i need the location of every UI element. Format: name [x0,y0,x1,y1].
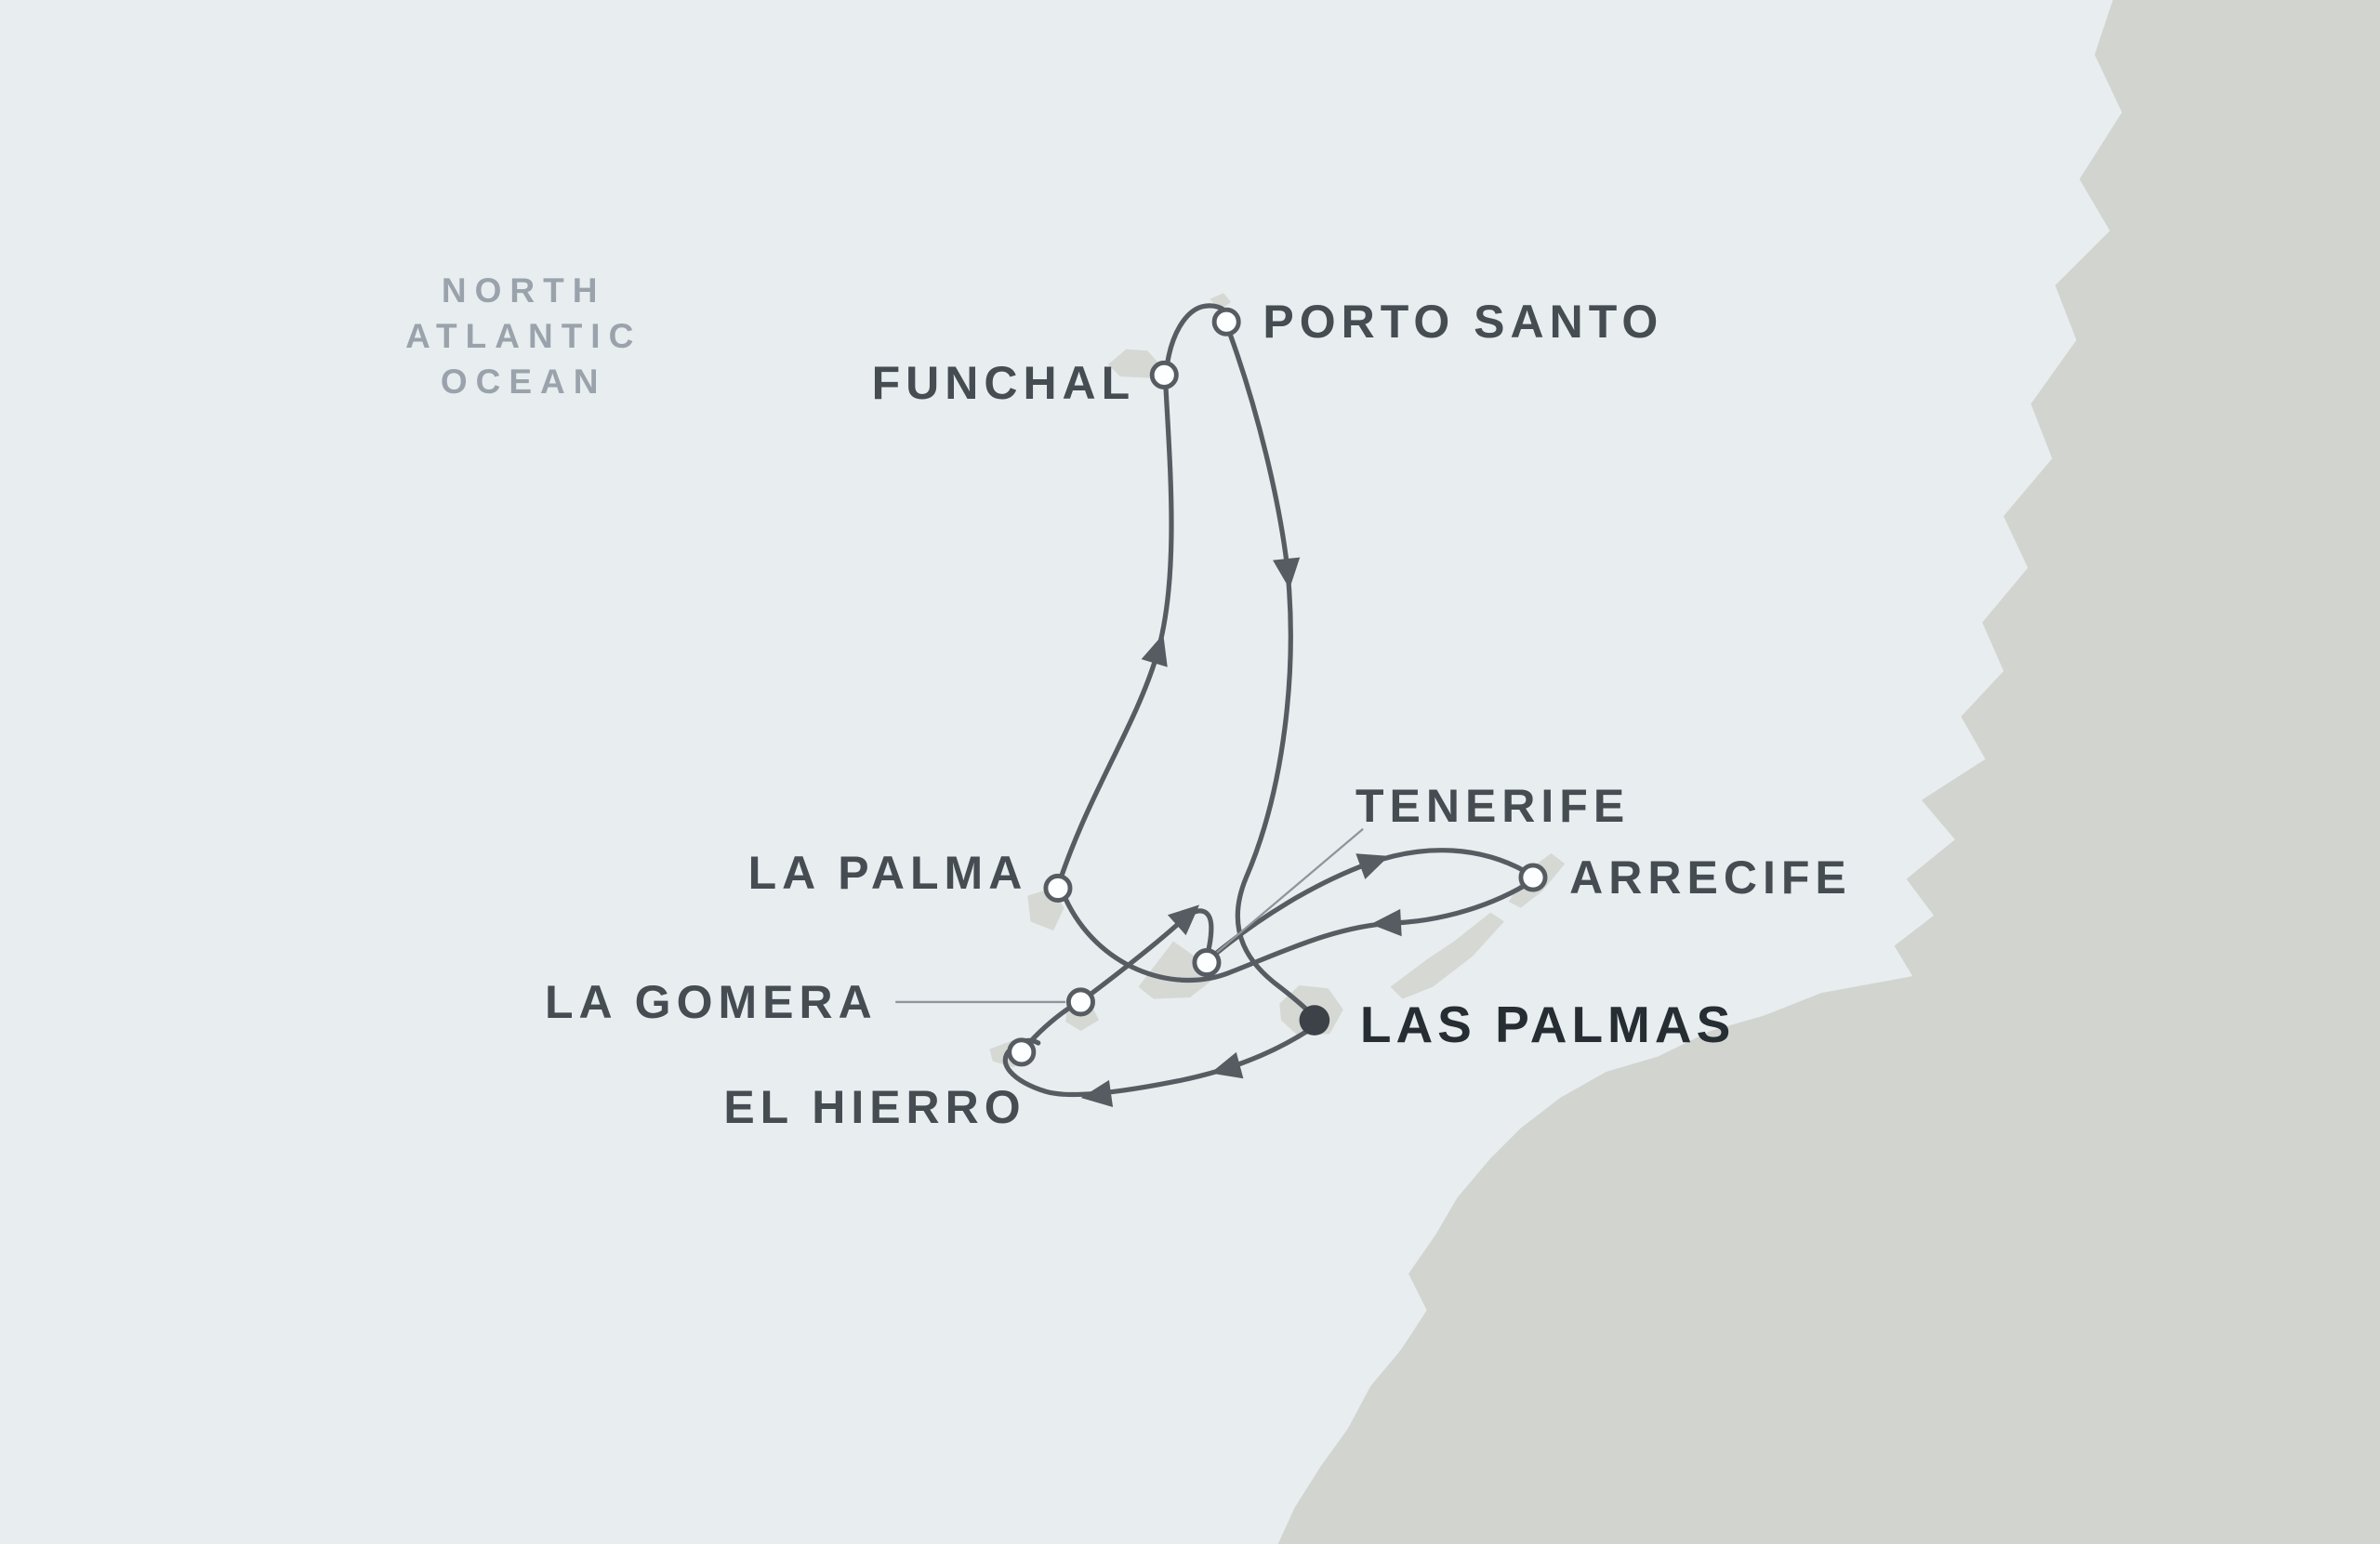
route-arrow-from-arrecife [1370,908,1402,937]
route-arrow-to-arrecife [1355,853,1390,879]
port-marker-la-palma [1043,873,1073,903]
route-arrow-westbound-1 [1210,1051,1244,1079]
port-marker-las-palmas [1299,1005,1330,1036]
port-label-las-palmas: LAS PALMAS [1359,996,1736,1054]
island-madeira [1107,349,1160,378]
port-marker-tenerife [1192,947,1222,977]
route-leg-arrecife-la-palma [1063,882,1528,983]
african-coastline [1277,0,2380,1544]
island-fuerteventura [1390,912,1504,999]
route-arrow-southbound [1273,557,1301,589]
port-label-porto-santo: PORTO SANTO [1263,296,1664,349]
port-label-el-hierro: EL HIERRO [723,1080,1026,1133]
ocean-label-line-3: OCEAN [440,362,607,401]
ocean-label-line-1: NORTH [441,271,606,310]
port-marker-el-hierro [1007,1037,1037,1067]
port-markers [1007,307,1548,1067]
route-arrow-westbound-2 [1080,1079,1114,1107]
port-label-la-gomera: LA GOMERA [544,975,878,1028]
island-tenerife [1138,941,1211,999]
leader-line-tenerife [1215,827,1364,955]
route-arrows [1080,557,1402,1107]
port-label-la-palma: LA PALMA [747,847,1028,900]
port-label-funchal: FUNCHAL [871,356,1136,409]
port-marker-arrecife [1518,863,1548,892]
ocean-label: NORTH ATLANTIC OCEAN [405,269,641,404]
route-arrow-to-tenerife [1167,904,1200,936]
port-marker-porto-santo [1211,307,1241,337]
ocean-label-line-2: ATLANTIC [405,316,642,355]
port-marker-funchal [1149,360,1179,389]
route-leg-porto-santo-las-palmas [1226,330,1315,1017]
islands-group [989,293,1566,1068]
port-marker-la-gomera [1065,987,1095,1017]
route-arrow-northbound [1141,634,1168,667]
label-leader-lines [895,827,1364,1004]
island-porto-santo [1210,293,1232,310]
port-label-arrecife: ARRECIFE [1569,851,1852,904]
port-label-tenerife: TENERIFE [1355,780,1631,833]
